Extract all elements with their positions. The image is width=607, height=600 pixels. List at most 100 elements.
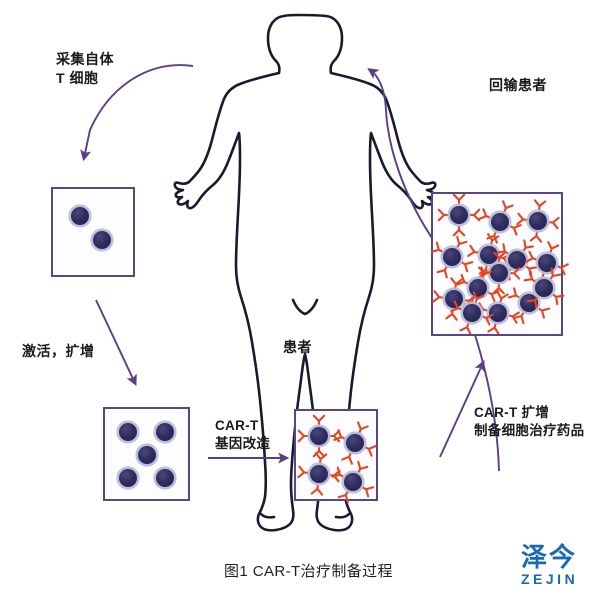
t-cell [331,460,375,504]
cell-nucleus [480,246,498,264]
cell-nucleus [71,207,89,225]
car-receptor-icon [478,264,491,277]
car-receptor-icon [537,307,551,319]
car-receptor-icon [498,253,511,266]
t-cell [116,420,140,444]
car-receptor-icon [361,486,375,498]
box-border [294,409,378,501]
car-receptor-icon [486,290,500,303]
t-cell [456,266,500,310]
cell-nucleus [463,304,481,322]
car-receptor-icon [328,469,341,483]
box-border [431,192,563,336]
arrow-activate-expand [95,299,137,387]
cell-halo [307,424,331,448]
cell-nucleus [156,423,174,441]
car-receptor-icon [555,263,569,276]
car-receptor-icon [493,251,506,264]
car-receptor-icon [467,244,480,257]
car-receptor-icon [521,239,534,253]
cell-nucleus [535,279,553,297]
zejin-logo: 泽今 ZEJIN [521,545,603,595]
t-cell [450,291,494,335]
cell-halo [487,261,511,285]
cell-halo [466,276,490,300]
cell-nucleus [491,213,509,231]
car-receptor-icon [507,287,521,299]
t-cell [516,199,560,243]
car-receptor-icon [547,216,560,230]
box-border [103,407,190,501]
car-receptor-icon [463,296,476,310]
car-receptor-icon [480,313,494,326]
cell-nucleus [310,465,328,483]
t-cell [297,414,341,458]
car-receptor-icon [337,490,349,504]
cell-nucleus [490,264,508,282]
cell-halo [532,276,556,300]
car-receptor-icon [297,429,310,443]
cell-halo [116,420,140,444]
car-receptor-icon [310,483,324,496]
t-cell [525,241,569,285]
car-receptor-icon [492,282,505,295]
zejin-logo-en: ZEJIN [521,571,579,587]
t-cell [90,228,114,252]
car-receptor-icon [513,311,525,325]
car-receptor-icon [357,460,369,474]
car-receptor-icon [547,241,560,255]
car-receptor-icon [363,445,377,457]
car-receptor-icon [452,193,466,206]
car-receptor-icon [502,200,514,214]
car-receptor-icon [525,250,539,263]
t-cell [153,466,177,490]
cell-halo [535,251,559,275]
t-cell [496,239,538,281]
car-receptor-icon [549,267,562,281]
car-receptor-icon [487,322,500,335]
cell-halo [460,301,484,325]
car-receptor-icon [430,241,444,253]
t-cell [297,452,341,496]
car-receptor-icon [524,264,538,277]
car-receptor-icon [533,281,545,295]
t-cell [476,291,520,335]
car-receptor-icon [533,199,547,212]
car-receptor-icon [456,273,470,286]
car-receptor-icon [314,452,328,465]
car-receptor-icon [357,421,369,435]
car-receptor-icon [468,208,481,222]
car-t-expanded-product-box [430,192,569,336]
cell-halo [517,291,541,315]
cell-nucleus [119,469,137,487]
car-receptor-icon [460,261,474,273]
human-body-outline [173,13,437,532]
cell-halo [307,462,331,486]
cell-nucleus [119,423,137,441]
car-receptor-icon [478,208,492,220]
cell-nucleus [538,254,556,272]
car-receptor-icon [341,451,353,465]
t-cell-sample-box [51,187,135,277]
car-receptor-icon [445,308,458,321]
label-activate-expand: 激活，扩增 [22,343,95,359]
t-cell [333,421,377,465]
car-receptor-icon [551,293,565,306]
cell-halo [440,245,464,269]
cell-halo [153,420,177,444]
car-receptor-icon [523,270,537,283]
car-receptor-icon [486,230,498,244]
cell-nucleus [450,206,468,224]
cell-halo [447,203,471,227]
car-receptor-icon [529,230,543,243]
cell-nucleus [310,427,328,445]
car-receptor-icon [507,311,520,324]
car-receptor-icon [463,295,476,308]
cell-nucleus [344,473,362,491]
figure-caption: 图1 CAR-T治疗制备过程 [224,563,393,580]
cell-nucleus [489,304,507,322]
cell-halo [488,210,512,234]
cell-halo [153,466,177,490]
t-cell [523,267,565,309]
